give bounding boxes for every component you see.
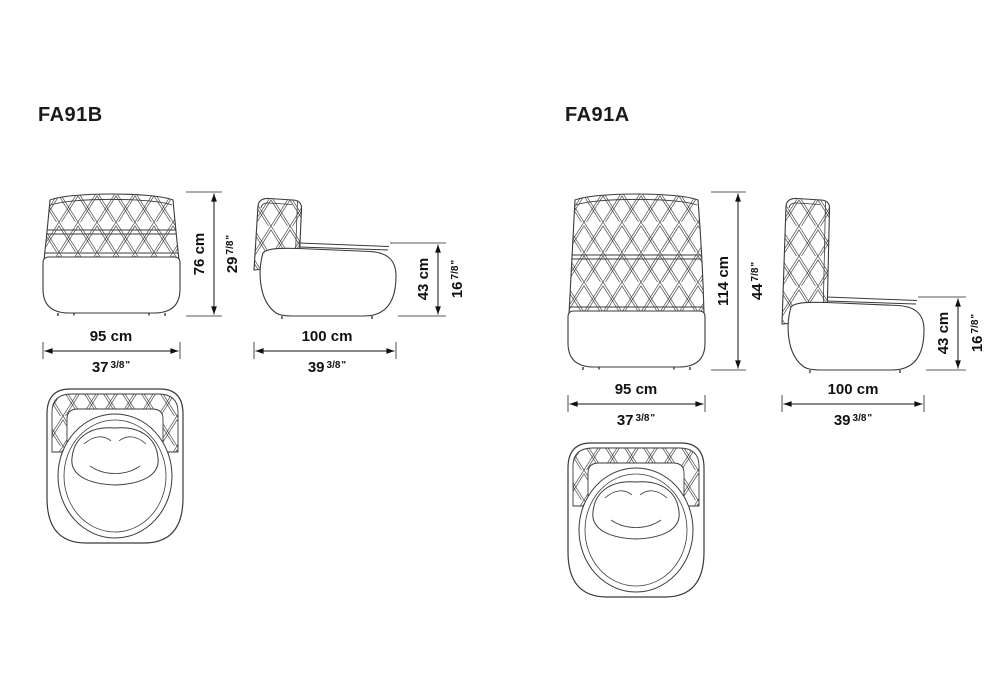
fa91a-side-width-cm: 100 cm bbox=[827, 381, 879, 398]
inch-mark: " bbox=[970, 313, 981, 319]
inch-fraction: 3/8 bbox=[635, 413, 650, 424]
inch-whole: 39 bbox=[833, 412, 851, 429]
inch-mark: " bbox=[450, 259, 461, 265]
inch-fraction: 7/8 bbox=[225, 240, 236, 255]
fa91b-side-width-dimension bbox=[253, 342, 397, 359]
inch-fraction: 7/8 bbox=[970, 319, 981, 334]
fa91a-front-height-inch: 447/8" bbox=[747, 216, 766, 346]
fa91a-front-width-dimension bbox=[567, 395, 706, 412]
inch-whole: 16 bbox=[449, 281, 466, 299]
fa91a-top-view bbox=[567, 442, 705, 598]
inch-fraction: 3/8 bbox=[326, 360, 341, 371]
fa91a-front-view bbox=[567, 193, 706, 370]
fa91b-front-height-dimension bbox=[186, 191, 222, 317]
inch-whole: 29 bbox=[224, 256, 241, 274]
fa91b-top-view bbox=[46, 388, 184, 544]
fa91b-front-height-cm: 76 cm bbox=[191, 232, 208, 276]
fa91b-side-height-dimension bbox=[390, 242, 446, 317]
fa91a-side-height-inch: 167/8" bbox=[967, 268, 986, 398]
inch-whole: 44 bbox=[749, 283, 766, 301]
inch-whole: 16 bbox=[969, 335, 986, 353]
inch-mark: " bbox=[650, 413, 656, 424]
inch-fraction: 7/8 bbox=[750, 267, 761, 282]
inch-whole: 37 bbox=[616, 412, 634, 429]
inch-mark: " bbox=[225, 234, 236, 240]
fa91b-side-width-cm: 100 cm bbox=[301, 328, 353, 345]
inch-mark: " bbox=[867, 413, 873, 424]
inch-mark: " bbox=[341, 360, 347, 371]
fa91a-side-width-dimension bbox=[781, 395, 925, 412]
fa91b-model-title: FA91B bbox=[38, 104, 103, 126]
fa91b-side-height-cm: 43 cm bbox=[415, 257, 432, 301]
inch-whole: 37 bbox=[91, 359, 109, 376]
fa91b-front-width-dimension bbox=[42, 342, 181, 359]
inch-fraction: 3/8 bbox=[852, 413, 867, 424]
inch-mark: " bbox=[125, 360, 131, 371]
fa91b-front-height-inch: 297/8" bbox=[222, 189, 241, 319]
fa91a-front-height-cm: 114 cm bbox=[715, 255, 732, 307]
inch-fraction: 7/8 bbox=[450, 265, 461, 280]
inch-mark: " bbox=[750, 261, 761, 267]
fa91a-side-height-cm: 43 cm bbox=[935, 311, 952, 355]
fa91a-front-width-cm: 95 cm bbox=[614, 381, 658, 398]
fa91b-side-height-inch: 167/8" bbox=[447, 214, 466, 344]
fa91b-front-width-cm: 95 cm bbox=[89, 328, 133, 345]
fa91b-side-view bbox=[253, 197, 397, 319]
fa91b-front-view bbox=[42, 193, 181, 316]
fa91a-model-title: FA91A bbox=[565, 104, 630, 126]
inch-whole: 39 bbox=[307, 359, 325, 376]
fa91a-front-height-dimension bbox=[711, 191, 746, 371]
fa91a-side-view bbox=[781, 197, 925, 373]
inch-fraction: 3/8 bbox=[110, 360, 125, 371]
fa91a-side-height-dimension bbox=[918, 296, 966, 371]
